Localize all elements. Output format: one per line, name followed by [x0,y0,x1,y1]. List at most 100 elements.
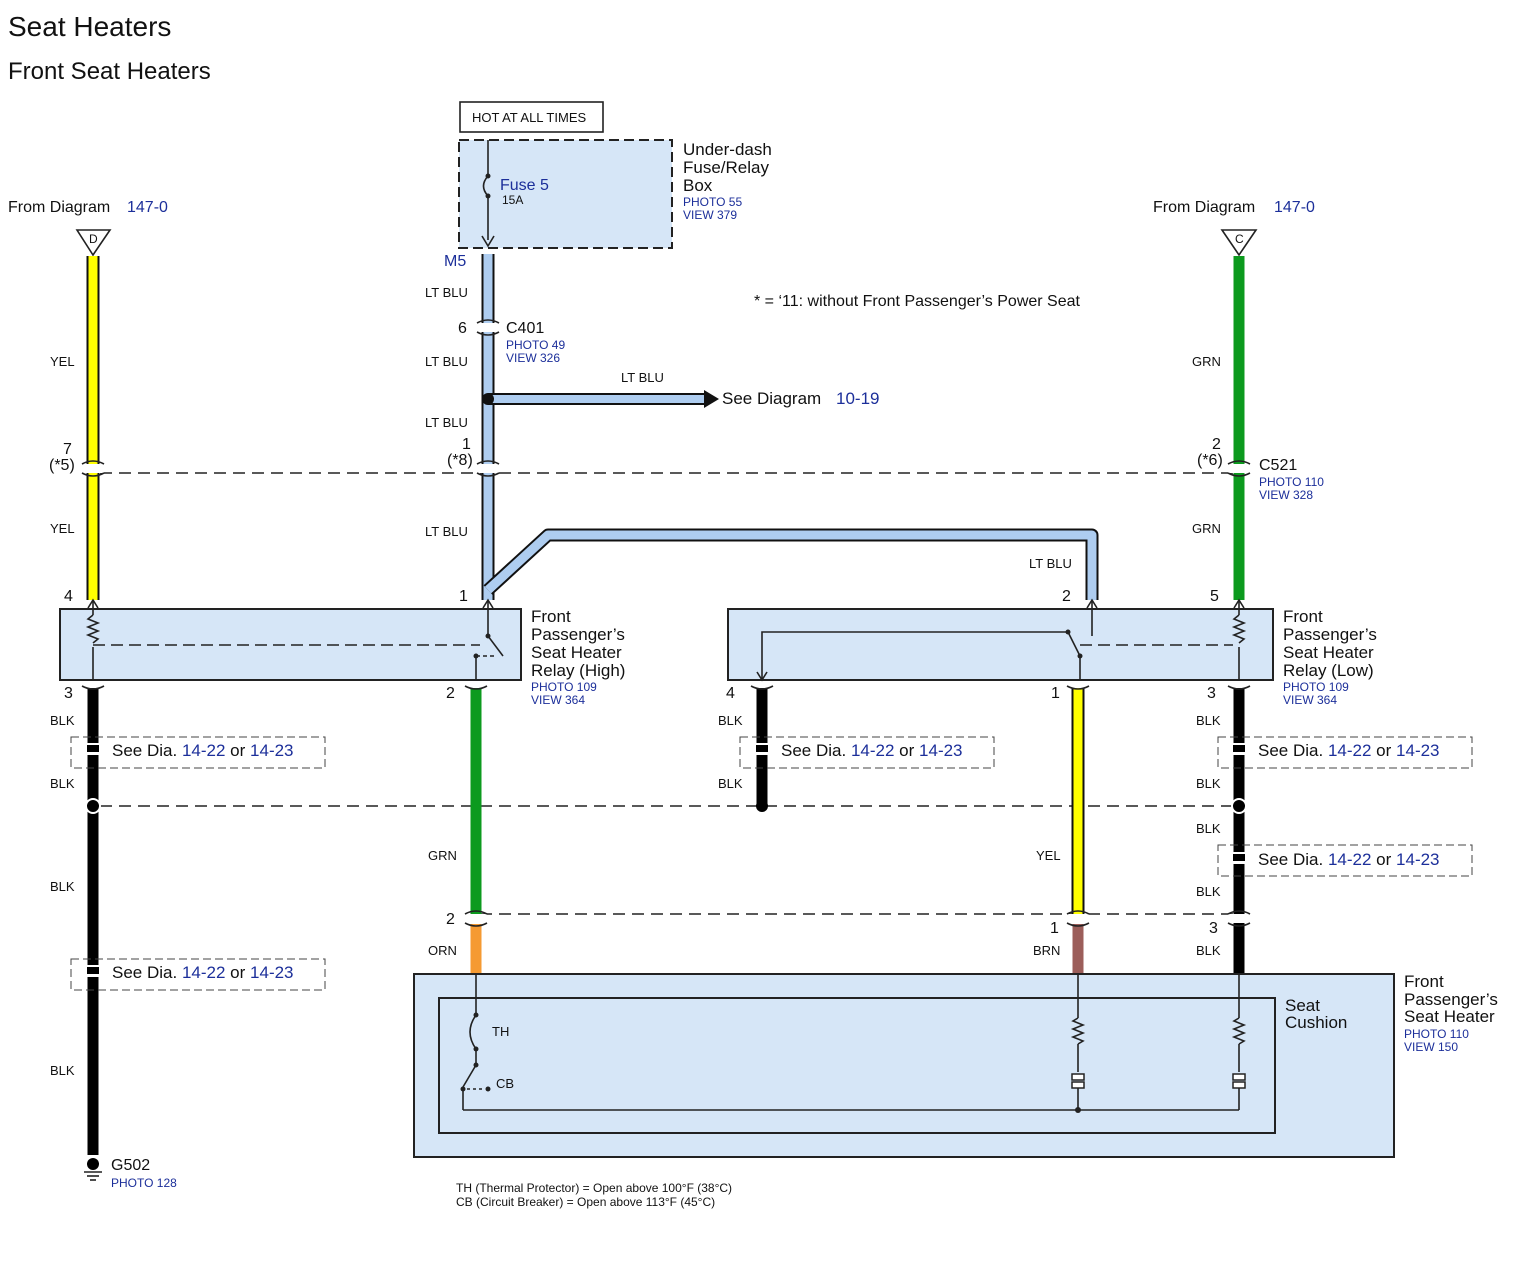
c521-photo: PHOTO 110 [1259,475,1324,489]
wire-label-ltblu-5: LT BLU [1029,556,1072,571]
wire-label-blk-10: BLK [1196,884,1221,899]
wire-label-brn: BRN [1033,943,1060,958]
relay-low-pin-5: 5 [1210,588,1219,605]
seat-heater-name-1: Front [1404,972,1444,991]
seat-cushion-label-2: Cushion [1285,1013,1347,1032]
splice-dot-mid [756,800,768,812]
wire-label-ltblu-4: LT BLU [425,524,468,539]
relay-high-pin-2: 2 [446,685,455,702]
c521-name: C521 [1259,457,1297,474]
thermal-protector-icon [469,1014,477,1050]
from-diagram-right: From Diagram [1153,199,1255,216]
wire-label-blk-11: BLK [1196,943,1221,958]
relay-high-name-4: Relay (High) [531,661,625,680]
ground-name: G502 [111,1157,150,1174]
note-cb: CB (Circuit Breaker) = Open above 113°F … [456,1195,715,1209]
fuse-box-view: VIEW 379 [683,208,737,222]
th-label: TH [492,1024,509,1039]
relay-low-name-4: Relay (Low) [1283,661,1374,680]
see-dia-box-2[interactable]: See Dia. 14-22 or 14-23 [739,736,995,769]
from-diagram-left: From Diagram [8,199,110,216]
relay-low-name-1: Front [1283,607,1323,626]
heater-element-right-icon [1231,1017,1247,1045]
wire-label-blk-8: BLK [1196,776,1221,791]
wire-label-grn-3: GRN [428,848,457,863]
heater-pin-left: 2 [446,911,455,928]
svg-text:See Dia. 14-22 or 14-23: See Dia. 14-22 or 14-23 [781,741,963,760]
c401-view: VIEW 326 [506,351,560,365]
connector-c-icon [1220,229,1258,257]
wire-label-blk-6: BLK [718,776,743,791]
relay-high-name-3: Seat Heater [531,643,622,662]
relay-low-photo: PHOTO 109 [1283,680,1349,694]
inline-mid-note: (*8) [447,452,473,469]
inline-mid-pin: 1 [462,436,471,453]
wire-label-orn: ORN [428,943,457,958]
wire-label-blk-9: BLK [1196,821,1221,836]
relay-low-view: VIEW 364 [1283,693,1337,707]
relay-low-internal [756,598,1247,682]
relay-high-name-1: Front [531,607,571,626]
wire-label-ltblu-2: LT BLU [425,354,468,369]
fuse-pin: M5 [444,253,466,270]
splice-dot-left [85,798,101,814]
c521-view: VIEW 328 [1259,488,1313,502]
fuse-box-photo: PHOTO 55 [683,195,742,209]
relay-high-internal [85,598,504,680]
inline-left-pin: 7 [63,441,72,458]
lower-connector-marks [81,685,1251,927]
see-diagram-link-ref[interactable]: 10-19 [836,389,879,408]
fuse-box-name-1: Under-dash [683,140,772,159]
seat-heater-circuit [460,973,1247,1113]
inline-right-pin: 2 [1212,436,1221,453]
relay-high-pin-3: 3 [64,685,73,702]
see-dia-box-3[interactable]: See Dia. 14-22 or 14-23 [1217,736,1473,769]
see-dia-box-4[interactable]: See Dia. 14-22 or 14-23 [1217,844,1473,877]
c401-pin: 6 [458,320,467,337]
relay-low-pin-3: 3 [1207,685,1216,702]
circuit-breaker-icon [462,1064,477,1088]
relay-low-pin-1: 1 [1051,685,1060,702]
connector-d-icon [75,229,112,257]
wire-label-ltblu-1: LT BLU [425,285,468,300]
wire-label-blk-3: BLK [50,879,75,894]
relay-high-name-2: Passenger’s [531,625,625,644]
relay-high-view: VIEW 364 [531,693,585,707]
wire-label-ltblu-branch: LT BLU [621,370,664,385]
seat-heater-name-3: Seat Heater [1404,1007,1495,1026]
seat-heater-box [413,973,1395,1158]
fuse-rating: 15A [502,193,523,207]
relay-high-pin-4: 4 [64,588,73,605]
relay-low-pin-4: 4 [726,685,735,702]
relay-low-name-3: Seat Heater [1283,643,1374,662]
heater-pin-right: 3 [1209,920,1218,937]
inline-right-note: (*6) [1197,452,1223,469]
inline-left-note: (*5) [49,457,75,474]
see-dia-box-5[interactable]: See Dia. 14-22 or 14-23 [70,958,326,991]
see-dia-box-1[interactable]: See Dia. 14-22 or 14-23 [70,736,326,769]
relay-low-pin-2: 2 [1062,588,1071,605]
relay-low-name-2: Passenger’s [1283,625,1377,644]
splice-dot [482,393,494,405]
heater-element-mid-icon [1070,1017,1086,1045]
c401-name: C401 [506,320,544,337]
svg-text:See Dia. 14-22 or 14-23: See Dia. 14-22 or 14-23 [1258,741,1440,760]
splice-dot-right [1231,798,1247,814]
wire-label-ltblu-3: LT BLU [425,415,468,430]
seat-heater-photo: PHOTO 110 [1404,1027,1469,1041]
fuse-relay-box [458,139,673,249]
see-diagram-link-text[interactable]: See Diagram [722,389,821,408]
page-title: Seat Heaters [8,11,171,42]
arrow-right-icon [704,390,719,408]
from-diagram-left-ref: 147-0 [127,199,168,216]
footnote: * = ‘11: without Front Passenger’s Power… [754,293,1081,310]
note-th: TH (Thermal Protector) = Open above 100°… [456,1181,732,1195]
fuse-label: Fuse 5 [500,177,549,194]
seat-heater-view: VIEW 150 [1404,1040,1458,1054]
svg-text:See Dia. 14-22 or 14-23: See Dia. 14-22 or 14-23 [112,963,294,982]
hot-at-all-times-box [459,101,604,133]
ground-photo: PHOTO 128 [111,1176,177,1190]
relay-high-photo: PHOTO 109 [531,680,597,694]
relay-low-box [727,608,1274,681]
